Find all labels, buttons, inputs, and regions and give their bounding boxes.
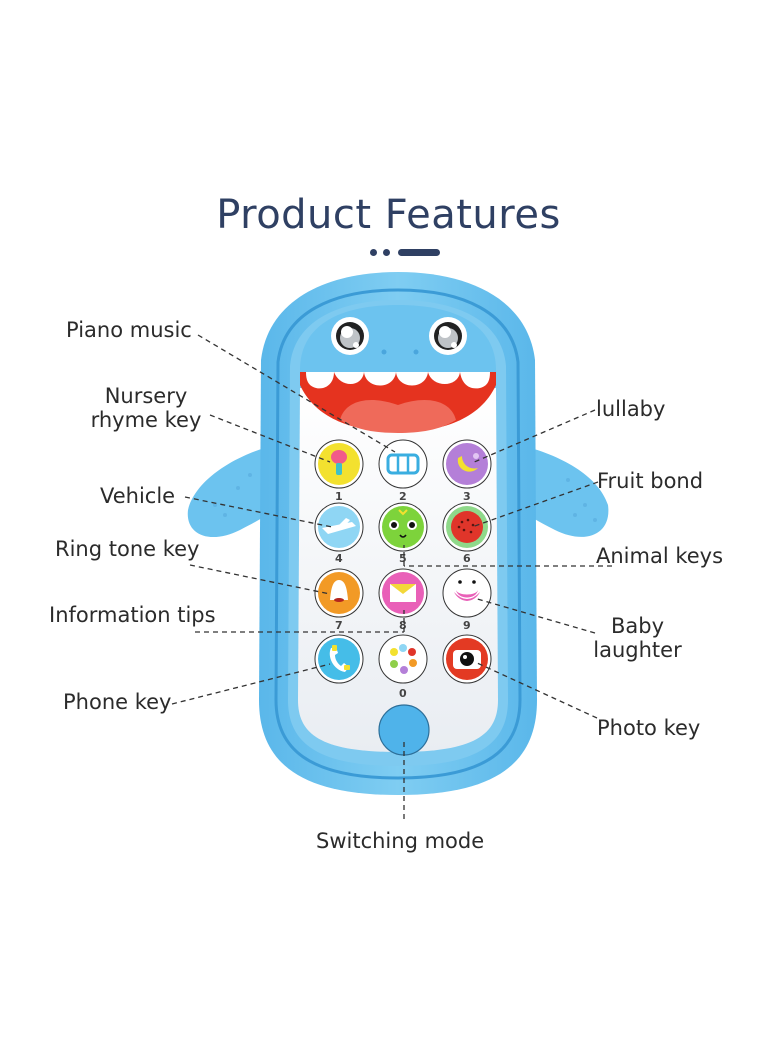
title-decoration [368,248,448,256]
keypad: 1 2 3 4 [314,439,492,756]
key-phone [314,634,364,684]
callout-information-tips: Information tips [49,603,216,627]
svg-text:1: 1 [335,490,343,503]
svg-text:4: 4 [335,552,343,565]
svg-text:2: 2 [399,490,407,503]
teeth [306,372,490,389]
key-8: 8 [378,568,428,632]
callout-vehicle: Vehicle [100,484,176,508]
decor-bar [398,249,440,256]
key-0: 0 [378,634,428,700]
page-title: Product Features [216,192,561,238]
svg-text:3: 3 [463,490,471,503]
callout-piano-music: Piano music [66,318,192,342]
key-7: 7 [314,568,364,632]
callout-animal-keys: Animal keys [596,544,724,568]
callout-lines [171,334,612,820]
key-9: 9 [442,568,492,632]
svg-text:8: 8 [399,619,407,632]
callout-ring-tone: Ring tone key [55,537,200,561]
callout-lullaby: lullaby [596,397,666,421]
switch-mode-button [378,704,430,756]
svg-text:9: 9 [463,619,471,632]
tongue [340,400,456,433]
key-5: 5 [378,502,428,565]
callout-switching-mode: Switching mode [316,829,485,853]
key-4: 4 [314,502,364,565]
callout-fruit-bond: Fruit bond [597,469,704,493]
key-1: 1 [314,439,364,503]
left-eye [331,317,369,355]
svg-text:6: 6 [463,552,471,565]
svg-text:0: 0 [399,687,407,700]
key-3: 3 [442,439,492,503]
callout-nursery-rhyme: Nursery rhyme key [84,384,208,432]
callout-baby-line2: laughter [593,638,682,662]
key-6: 6 [442,502,492,565]
callout-baby-laughter: Baby laughter [585,614,690,662]
decor-dot [370,249,377,256]
right-eye [429,317,467,355]
callout-nursery-line1: Nursery [104,384,188,408]
callout-photo-key: Photo key [597,716,701,740]
callout-nursery-line2: rhyme key [90,408,202,432]
callout-baby-line1: Baby [610,614,665,638]
key-camera [442,634,492,684]
key-2: 2 [378,439,428,503]
decor-dot [383,249,390,256]
svg-text:7: 7 [335,619,343,632]
callout-phone-key: Phone key [63,690,172,714]
svg-text:5: 5 [399,552,407,565]
